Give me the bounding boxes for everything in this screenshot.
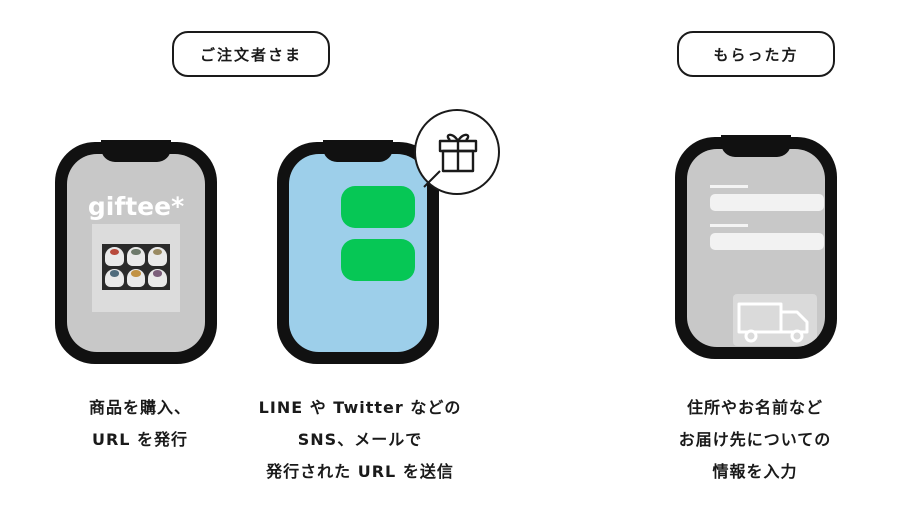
chat-message xyxy=(341,186,415,228)
product-item xyxy=(105,268,124,287)
truck-icon xyxy=(737,302,809,343)
name-field xyxy=(710,194,824,211)
gift-box xyxy=(102,244,170,290)
caption-line: URL を発行 xyxy=(91,430,189,449)
caption-line: 商品を購入、 xyxy=(88,398,191,417)
product-item xyxy=(148,247,167,266)
step1-caption: 商品を購入、 URL を発行 xyxy=(40,392,240,456)
phone-notch xyxy=(721,135,791,157)
receiver-label: もらった方 xyxy=(677,31,835,77)
share-phone xyxy=(277,140,439,364)
purchase-phone: giftee* xyxy=(55,140,217,364)
caption-line: 発行された URL を送信 xyxy=(266,462,454,481)
chat-screen xyxy=(289,154,427,352)
caption-line: 情報を入力 xyxy=(712,462,798,481)
caption-line: LINE や Twitter などの xyxy=(258,398,462,417)
product-image xyxy=(92,224,180,312)
gift-bubble xyxy=(414,109,500,195)
form-label-line xyxy=(710,185,748,188)
caption-line: SNS、メールで xyxy=(297,430,423,449)
caption-line: 住所やお名前など xyxy=(686,398,823,417)
product-item xyxy=(105,247,124,266)
address-phone xyxy=(675,135,837,359)
form-label-line xyxy=(710,224,748,227)
delivery-illustration xyxy=(733,294,817,346)
phone-notch xyxy=(323,140,393,162)
address-field xyxy=(710,233,824,250)
step3-caption: 住所やお名前など お届け先についての 情報を入力 xyxy=(630,392,880,488)
product-item xyxy=(148,268,167,287)
giftee-logo: giftee* xyxy=(87,192,185,221)
purchase-screen: giftee* xyxy=(67,154,205,352)
product-item xyxy=(126,268,146,287)
caption-line: お届け先についての xyxy=(678,430,832,449)
step2-caption: LINE や Twitter などの SNS、メールで 発行された URL を送… xyxy=(235,392,485,488)
form-screen xyxy=(687,149,825,347)
gift-icon xyxy=(423,133,478,188)
buyer-label: ご注文者さま xyxy=(172,31,330,77)
phone-notch xyxy=(101,140,171,162)
product-item xyxy=(126,247,146,266)
chat-message xyxy=(341,239,415,281)
